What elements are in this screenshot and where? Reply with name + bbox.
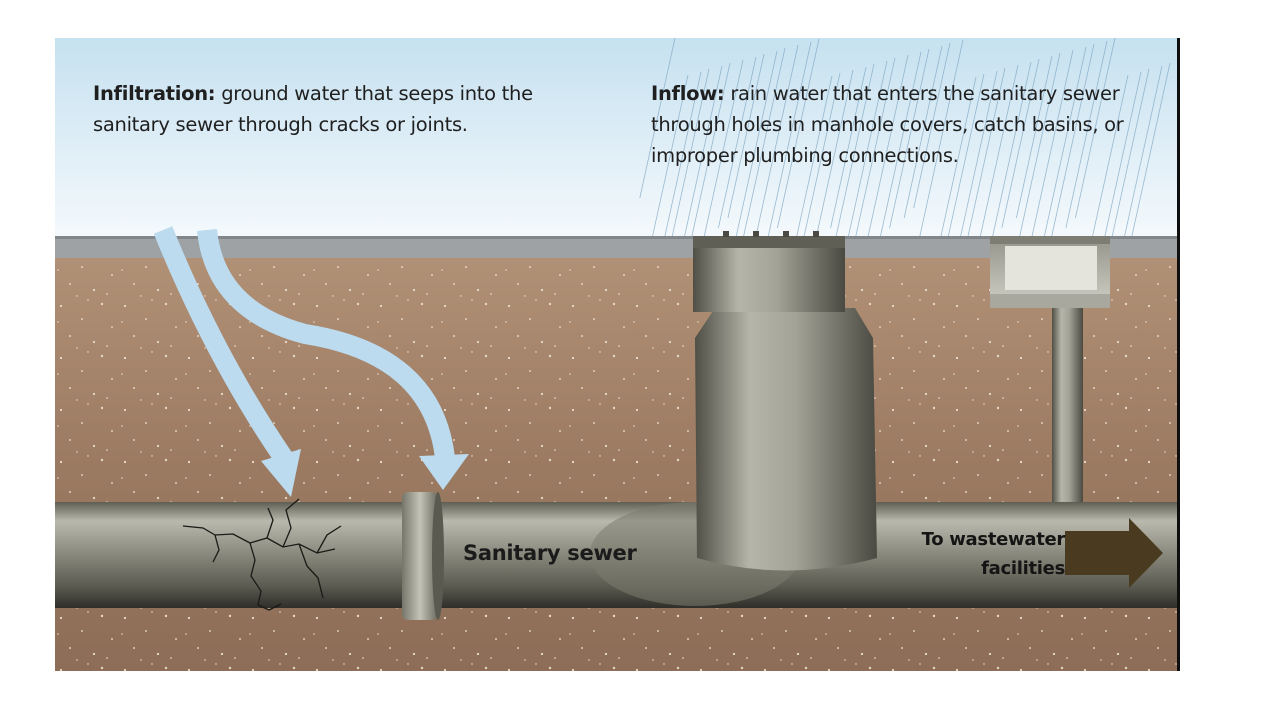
rain-streak: [791, 75, 833, 259]
rain-streak: [767, 41, 812, 239]
soil-speckles: [55, 256, 1180, 671]
rain-streak: [830, 66, 867, 229]
rain-streak: [703, 59, 744, 239]
infiltration-text: ground water that seeps into the sanitar…: [93, 82, 533, 136]
sky: [55, 38, 1180, 238]
rain-streak: [815, 69, 854, 239]
rain-streak: [738, 47, 786, 259]
rain-streak: [664, 68, 710, 269]
rain-streak: [865, 54, 909, 249]
rain-streak: [953, 70, 998, 269]
catch-basin: [990, 236, 1110, 509]
inflow-term: Inflow:: [651, 82, 725, 105]
rain-streak: [1075, 38, 1116, 219]
rain-streak: [752, 44, 799, 249]
facilities-line-1: To wastewater: [921, 529, 1066, 550]
rain-streak: [991, 61, 1032, 239]
rain-streak: [639, 38, 676, 199]
inflow-text: rain water that enters the sanitary sewe…: [651, 82, 1124, 167]
manhole: [693, 231, 877, 571]
sanitary-sewer-label: Sanitary sewer: [463, 541, 637, 565]
rain-streak: [903, 45, 943, 219]
rain-streak: [1124, 62, 1171, 269]
infiltration-arrows: [153, 226, 469, 497]
facilities-line-2: facilities: [981, 558, 1065, 579]
rain-streak: [1065, 40, 1108, 229]
rain-streak: [688, 62, 731, 249]
infiltration-description: Infiltration: ground water that seeps in…: [93, 78, 593, 140]
rain-streak: [679, 65, 723, 259]
pavement: [55, 236, 1180, 258]
rain-streak: [1041, 46, 1087, 249]
rain-streak: [914, 39, 964, 259]
rain-streak: [962, 67, 1006, 259]
rain-streak: [879, 51, 922, 239]
rain-streak: [1104, 71, 1142, 239]
inflow-description: Inflow: rain water that enters the sanit…: [651, 78, 1171, 171]
pipe-cracks: [182, 498, 342, 611]
rain-streak: [801, 72, 841, 249]
rain-streak: [1001, 58, 1040, 229]
sewer-diagram: Infiltration: ground water that seeps in…: [55, 38, 1180, 671]
rain-streak: [977, 64, 1019, 249]
rain-streak: [727, 53, 765, 219]
outflow-arrow: [1065, 518, 1163, 588]
rain-streak: [1026, 49, 1074, 259]
rain-streak: [1015, 55, 1053, 219]
rain-streak: [728, 50, 778, 269]
rain-streak: [1012, 52, 1061, 269]
rain-streak: [889, 48, 930, 229]
rain-streak: [777, 38, 820, 229]
rain-streak: [841, 60, 888, 269]
rain-streak: [913, 42, 951, 209]
wastewater-facilities-label: To wastewater facilities: [875, 525, 1066, 583]
rain-streak: [1050, 43, 1095, 239]
pipe-joint: [402, 492, 444, 620]
rain-streak: [1089, 74, 1129, 249]
rain-streak: [717, 56, 757, 229]
rain-streak: [850, 57, 896, 259]
infiltration-term: Infiltration:: [93, 82, 216, 105]
